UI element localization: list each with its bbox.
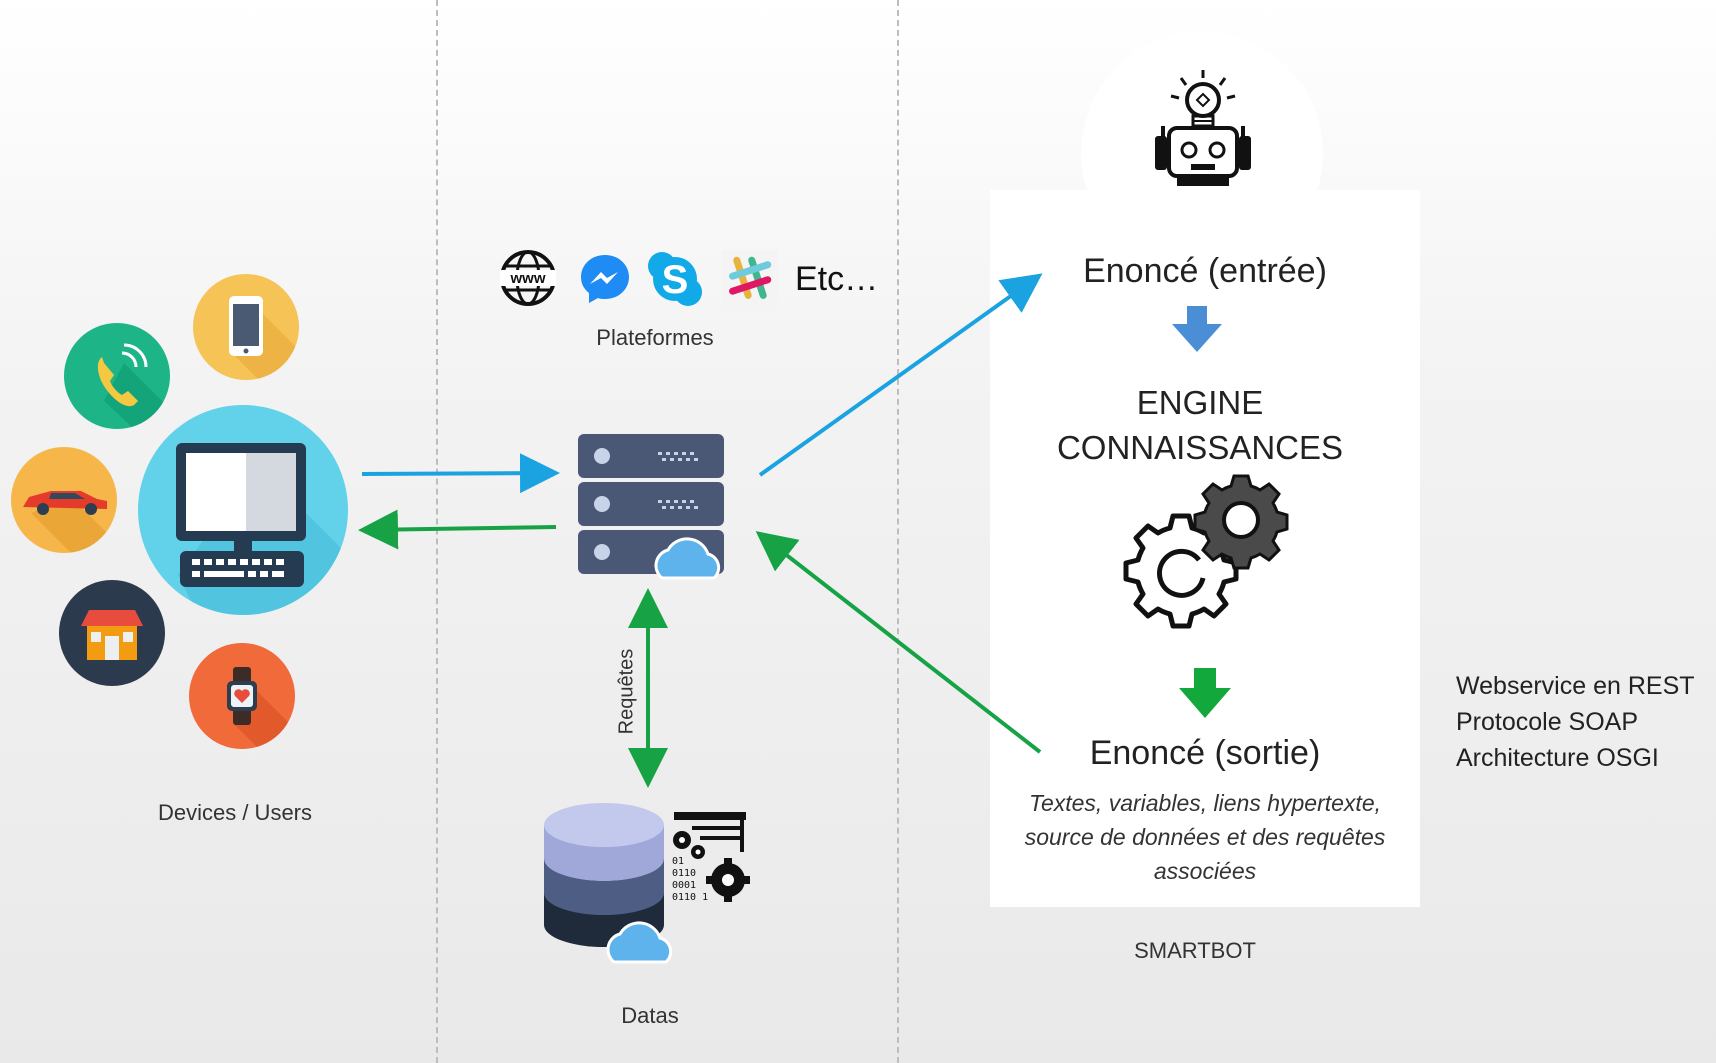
svg-text:S: S: [662, 258, 689, 302]
platforms-caption: Plateformes: [596, 325, 714, 350]
tech-list: Webservice en REST Protocole SOAP Archit…: [1456, 668, 1695, 776]
database-icon: [544, 800, 684, 970]
tech-item-osgi: Architecture OSGI: [1456, 744, 1659, 772]
gears-icon: [1115, 472, 1295, 647]
smartwatch-icon: [189, 643, 295, 749]
engine-title-line1: ENGINE: [1136, 384, 1264, 421]
binary-code-line: 01: [672, 856, 685, 867]
binary-code-line: 0110: [672, 868, 697, 879]
smartphone-icon: [193, 274, 299, 380]
separator-right: [897, 0, 899, 1063]
input-statement-label: Enoncé (entrée): [1083, 252, 1327, 290]
down-arrow-green-icon: [1179, 668, 1231, 723]
output-statement-label: Enoncé (sortie): [1089, 734, 1321, 772]
svg-text:www: www: [509, 270, 545, 287]
robot-idea-icon: [1151, 68, 1255, 193]
binary-code-line: 0001: [672, 880, 697, 891]
sports-car-icon: [11, 447, 117, 553]
engine-title-line2: CONNAISSANCES: [1056, 429, 1344, 466]
www-globe-icon: www: [500, 250, 556, 311]
devices-caption: Devices / Users: [157, 800, 313, 825]
server-icon: [578, 432, 726, 587]
separator-left: [436, 0, 438, 1063]
skype-icon: S: [646, 250, 704, 313]
device-computer-icon: [138, 405, 348, 615]
binary-code-line: 0110 1: [672, 892, 709, 903]
smartbot-caption: SMARTBOT: [1134, 938, 1256, 963]
arrow-server-to-engine: [758, 273, 1043, 477]
arrow-device-to-server: [361, 453, 560, 494]
shop-icon: [59, 580, 165, 686]
datas-caption: Datas: [621, 1003, 679, 1028]
arrow-engine-to-server: [755, 531, 1042, 754]
tech-item-rest: Webservice en REST: [1456, 672, 1695, 700]
phone-call-icon: [64, 323, 170, 429]
platforms-etc-label: Etc…: [795, 260, 879, 298]
arrow-server-to-device: [358, 509, 557, 550]
output-statement-note: Textes, variables, liens hypertexte, sou…: [1024, 790, 1386, 884]
down-arrow-blue-icon: [1172, 306, 1222, 357]
tech-item-soap: Protocole SOAP: [1456, 708, 1639, 736]
slack-icon: [722, 250, 778, 311]
data-processing-icon: 01 0110 0001 0110 1: [668, 810, 750, 910]
messenger-icon: [578, 252, 632, 311]
